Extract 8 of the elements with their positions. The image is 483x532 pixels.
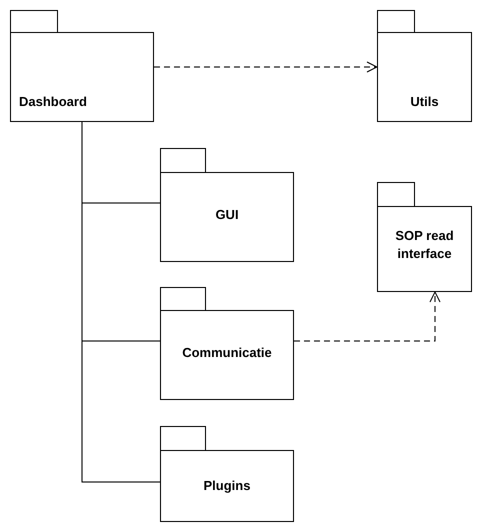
package-name: Plugins: [204, 477, 250, 495]
dashed-arrow: [154, 62, 378, 72]
dashed-arrow: [294, 292, 440, 342]
package-name: Communicatie: [182, 344, 272, 362]
package-name: SOP read interface: [394, 227, 455, 263]
package-name: GUI: [215, 206, 239, 224]
package-name: Utils: [410, 93, 439, 111]
package-name: Dashboard: [19, 93, 87, 111]
